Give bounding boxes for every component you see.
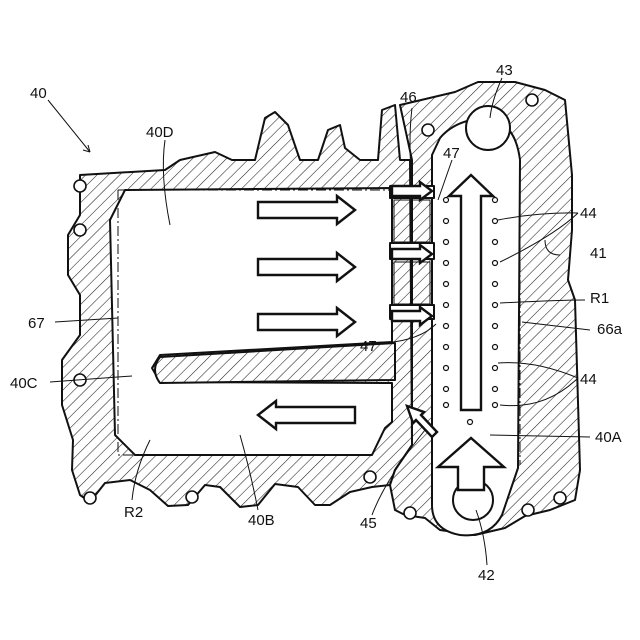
label-40b: 40B (248, 512, 275, 529)
label-47-top: 47 (443, 145, 460, 162)
label-40d: 40D (146, 124, 174, 141)
label-67: 67 (28, 315, 45, 332)
label-47-bottom: 47 (360, 338, 377, 355)
label-r1: R1 (590, 290, 609, 307)
label-41: 41 (590, 245, 607, 262)
label-40c: 40C (10, 375, 38, 392)
label-44-top: 44 (580, 205, 597, 222)
label-42: 42 (478, 567, 495, 584)
label-40: 40 (30, 85, 47, 102)
label-43: 43 (496, 62, 513, 79)
label-r2: R2 (124, 504, 143, 521)
label-46: 46 (400, 89, 417, 106)
label-45: 45 (360, 515, 377, 532)
upper-port-43 (466, 106, 510, 150)
label-66a: 66a (597, 321, 623, 338)
label-40a: 40A (595, 429, 622, 446)
label-44-bottom: 44 (580, 371, 597, 388)
